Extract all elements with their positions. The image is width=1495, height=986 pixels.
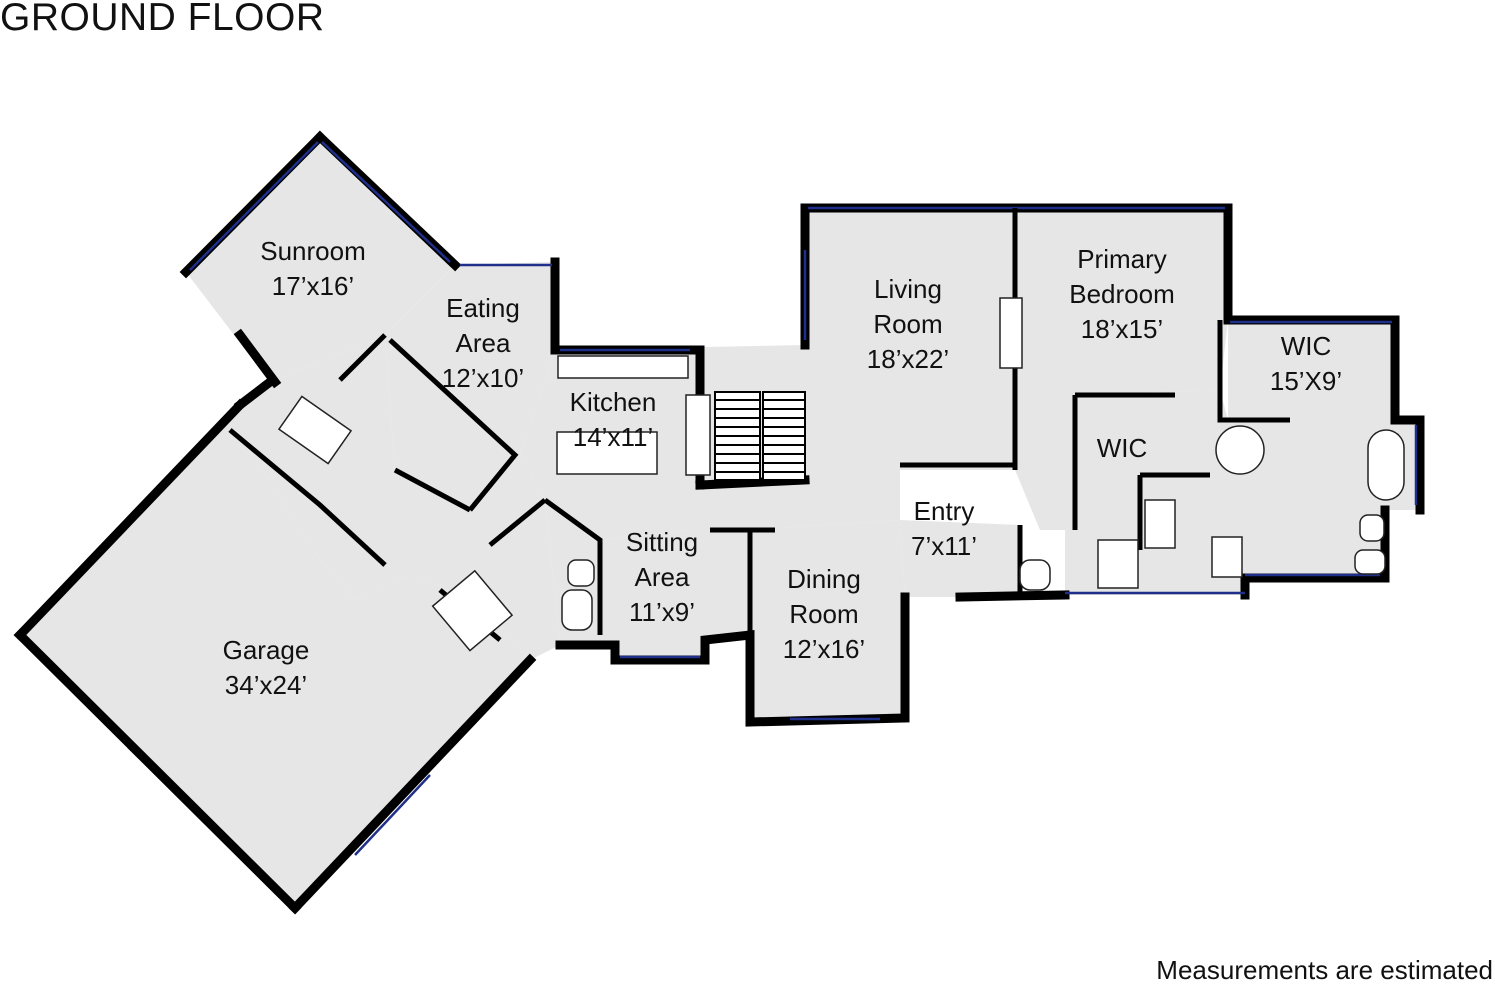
room-label-wic-large: WIC 15’X9’: [1270, 331, 1342, 396]
room-label-line: Entry: [914, 496, 975, 526]
stairs: [714, 391, 806, 481]
hall-floor: [690, 480, 900, 530]
room-label-line: Sunroom: [260, 236, 366, 266]
room-label-line: 17’x16’: [272, 271, 354, 301]
dining-floor: [750, 520, 905, 722]
room-label-line: 12’x16’: [783, 634, 865, 664]
room-label-line: Kitchen: [570, 387, 657, 417]
room-label-line: Area: [635, 562, 690, 592]
page-title: GROUND FLOOR: [0, 0, 325, 39]
room-label-line: WIC: [1097, 433, 1148, 463]
room-label-line: 7’x11’: [911, 531, 977, 561]
eating-area-floor: [385, 262, 555, 510]
interior-walls: [228, 208, 1290, 642]
room-label-line: Room: [789, 599, 858, 629]
room-label-entry: Entry 7’x11’: [911, 496, 977, 561]
room-label-line: Living: [874, 274, 942, 304]
room-label-line: 18’x15’: [1081, 314, 1163, 344]
measurement-note: Measurements are estimated: [1156, 955, 1493, 985]
room-label-line: Area: [456, 328, 511, 358]
room-label-line: 14’x11’: [573, 422, 653, 452]
room-label-line: Dining: [787, 564, 861, 594]
room-label-line: Bedroom: [1069, 279, 1175, 309]
room-label-line: WIC: [1281, 331, 1332, 361]
room-label-wic-small: WIC: [1097, 433, 1148, 463]
wic-large-floor: [1228, 320, 1395, 420]
sunroom-floor: [186, 137, 455, 382]
bedroom-floor: [1015, 208, 1228, 530]
room-label-line: Garage: [223, 635, 310, 665]
living-floor: [805, 208, 1015, 520]
room-label-line: 12’x10’: [442, 363, 524, 393]
floor-areas: [20, 137, 1420, 908]
room-label-line: 11’x9’: [629, 597, 695, 627]
room-label-line: 18’x22’: [867, 344, 949, 374]
room-label-line: 34’x24’: [225, 670, 307, 700]
entry-floor: [900, 520, 1020, 597]
room-label-line: Sitting: [626, 527, 698, 557]
fixtures: [277, 297, 1405, 652]
room-label-line: Eating: [446, 293, 520, 323]
room-label-line: Room: [873, 309, 942, 339]
room-label-line: 15’X9’: [1270, 366, 1342, 396]
room-label-garage: Garage 34’x24’: [223, 635, 310, 700]
room-label-kitchen: Kitchen 14’x11’: [570, 387, 657, 452]
room-label-line: Primary: [1077, 244, 1167, 274]
room-label-sunroom: Sunroom 17’x16’: [260, 236, 366, 301]
garage-floor: [20, 405, 530, 908]
